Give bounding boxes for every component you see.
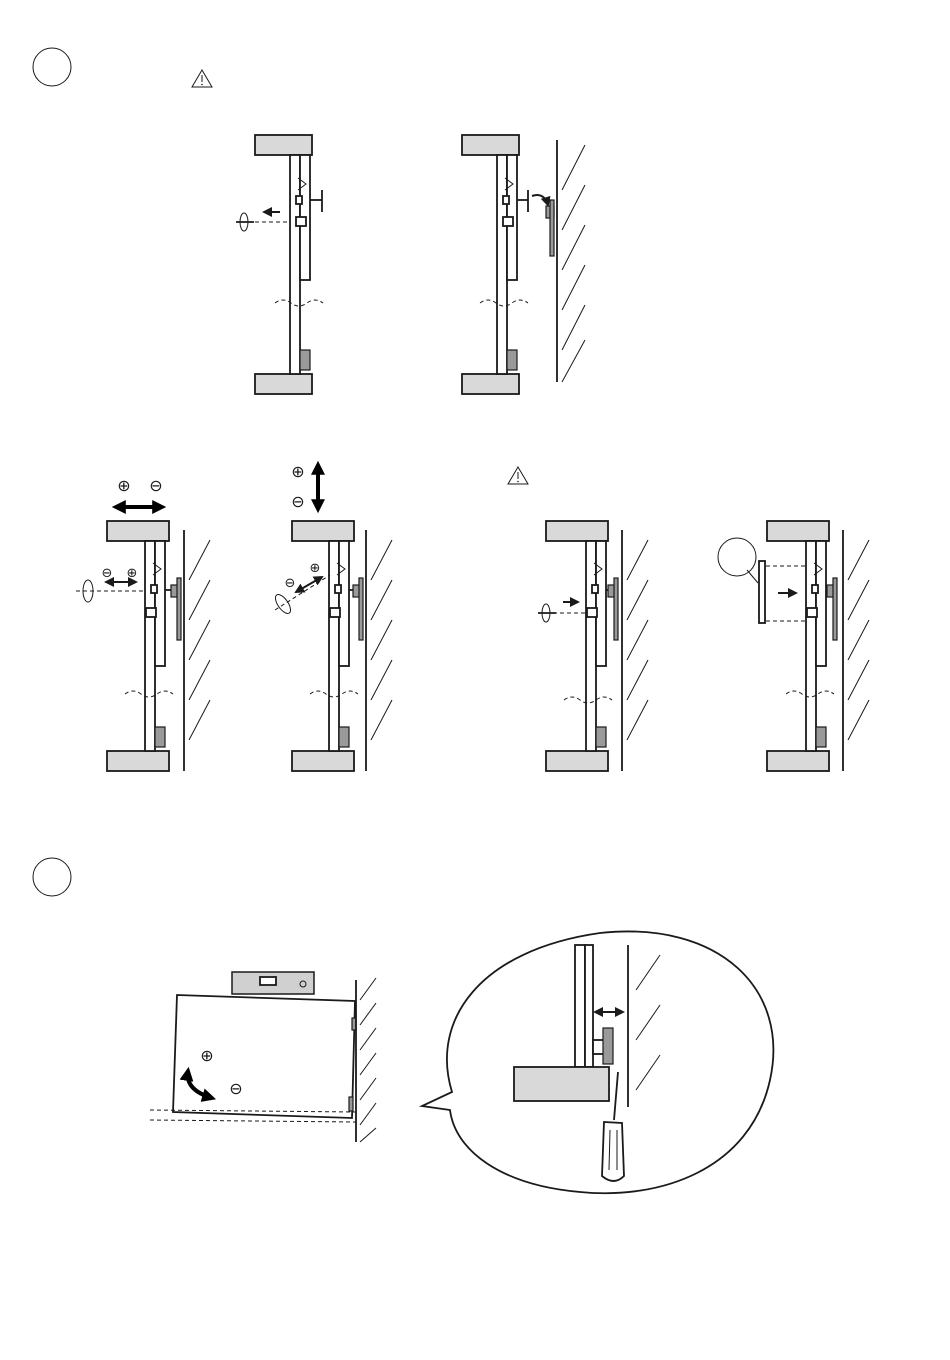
panel-remove-screw bbox=[236, 135, 323, 394]
step-marker-1 bbox=[33, 48, 71, 86]
warning-icon bbox=[192, 70, 212, 87]
wall-hatch bbox=[189, 540, 210, 740]
wall-hatch bbox=[627, 540, 648, 740]
plus-symbol: ⊕ bbox=[310, 561, 321, 576]
wall-hatch bbox=[562, 145, 585, 382]
plus-symbol: ⊕ bbox=[291, 462, 304, 481]
panel-spacing-detail bbox=[422, 931, 773, 1193]
plus-symbol: ⊕ bbox=[117, 476, 130, 495]
minus-symbol: ⊖ bbox=[149, 476, 162, 495]
screw-rotate-icon bbox=[538, 604, 556, 622]
minus-symbol: ⊖ bbox=[102, 566, 113, 581]
vertical-adjust-indicator: ⊕ ⊖ bbox=[291, 462, 318, 511]
magnifier-icon bbox=[718, 538, 758, 583]
step-marker-2 bbox=[33, 858, 71, 896]
wall-hatch bbox=[848, 540, 869, 740]
panel-hang-on-wall bbox=[462, 135, 585, 394]
panel-horizontal-adjust: ⊖ ⊕ bbox=[76, 521, 210, 771]
wall-hatch bbox=[360, 978, 376, 1142]
panel-level-check: ⊕ ⊖ bbox=[150, 972, 376, 1142]
minus-symbol: ⊖ bbox=[291, 492, 304, 511]
wall-hatch bbox=[371, 540, 392, 740]
spirit-level bbox=[232, 972, 314, 994]
warning-icon bbox=[508, 467, 528, 484]
panel-fix-screw bbox=[538, 521, 648, 771]
screw-rotate-icon bbox=[236, 213, 254, 231]
panel-detail-zoom bbox=[718, 521, 869, 771]
minus-symbol: ⊖ bbox=[229, 1079, 242, 1098]
rotate-icon bbox=[273, 592, 294, 616]
horizontal-adjust-indicator: ⊕ ⊖ bbox=[116, 476, 163, 507]
plus-symbol: ⊕ bbox=[200, 1046, 213, 1065]
minus-symbol: ⊖ bbox=[285, 576, 296, 591]
panel-vertical-adjust: ⊖ ⊕ bbox=[273, 521, 392, 771]
plus-symbol: ⊕ bbox=[127, 566, 138, 581]
